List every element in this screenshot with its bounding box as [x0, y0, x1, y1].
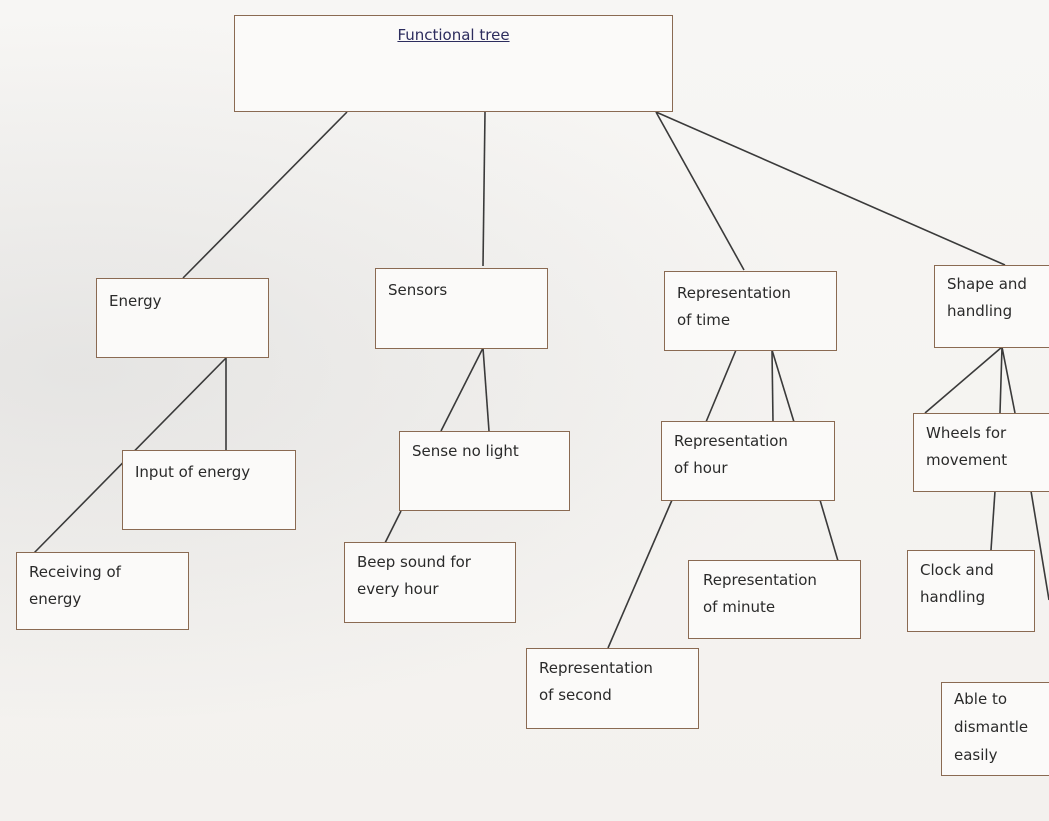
connector-sensors-sense-b [482, 347, 490, 432]
node-sense-no-light-label: Sense no light [412, 442, 519, 460]
node-beep-sound-label: Beep sound for every hour [357, 553, 471, 598]
connector-shape-wheels-b [999, 346, 1003, 414]
node-shape-and-handling-label: Shape and handling [947, 275, 1027, 320]
connector-root-energy [182, 111, 348, 279]
node-receiving-of-energy-label: Receiving of energy [29, 563, 121, 608]
node-sensors-label: Sensors [388, 281, 448, 299]
connector-hour-minute [819, 499, 839, 562]
connector-time-hour-c [771, 349, 795, 423]
node-representation-of-hour: Representation of hour [661, 421, 835, 501]
node-representation-of-second: Representation of second [526, 648, 699, 729]
connector-root-time [655, 111, 745, 271]
node-representation-of-time: Representation of time [664, 271, 837, 351]
node-energy: Energy [96, 278, 269, 358]
connector-sense-beep [384, 510, 402, 544]
node-representation-of-second-label: Representation of second [539, 659, 653, 704]
node-receiving-of-energy: Receiving of energy [16, 552, 189, 630]
connector-wheels-clock [990, 490, 996, 551]
node-representation-of-time-label: Representation of time [677, 284, 791, 329]
connector-wheels-dismantle [1030, 490, 1049, 601]
node-sensors: Sensors [375, 268, 548, 349]
node-energy-label: Energy [109, 292, 162, 310]
node-beep-sound: Beep sound for every hour [344, 542, 516, 623]
node-wheels-for-movement-label: Wheels for movement [926, 424, 1008, 469]
node-able-to-dismantle: Able to dismantle easily [941, 682, 1049, 776]
node-wheels-for-movement: Wheels for movement [913, 413, 1049, 492]
connector-hour-second [607, 499, 673, 649]
node-able-to-dismantle-label: Able to dismantle easily [954, 690, 1029, 764]
connector-sensors-sense-a [440, 347, 484, 432]
node-input-of-energy: Input of energy [122, 450, 296, 530]
node-representation-of-minute: Representation of minute [688, 560, 861, 639]
connector-time-hour-a [705, 349, 737, 423]
connector-shape-wheels-c [1001, 346, 1016, 414]
node-representation-of-minute-label: Representation of minute [703, 571, 817, 616]
root-node: Functional tree [234, 15, 673, 112]
node-shape-and-handling: Shape and handling [934, 265, 1049, 348]
connector-root-sensors [482, 111, 486, 267]
connector-time-hour-b [771, 349, 774, 423]
root-node-label: Functional tree [397, 26, 510, 44]
connector-root-shape [655, 111, 1006, 266]
node-clock-and-handling-label: Clock and handling [920, 561, 994, 606]
connector-shape-wheels-a [924, 346, 1003, 414]
node-sense-no-light: Sense no light [399, 431, 570, 511]
node-input-of-energy-label: Input of energy [135, 463, 251, 481]
node-representation-of-hour-label: Representation of hour [674, 432, 788, 477]
node-clock-and-handling: Clock and handling [907, 550, 1035, 632]
